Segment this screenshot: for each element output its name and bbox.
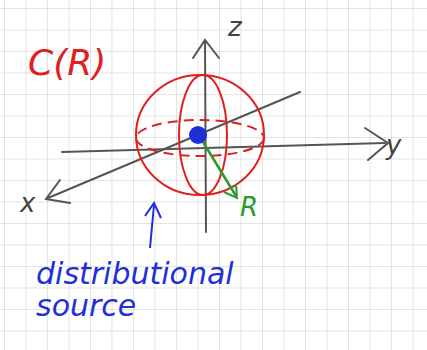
meridian	[179, 75, 227, 195]
y-arrowhead	[365, 128, 388, 160]
radius-arrowhead	[224, 184, 237, 198]
pointer-arrow	[150, 205, 154, 248]
pointer-arrowhead	[145, 203, 161, 218]
axis-name: z	[228, 14, 242, 41]
sphere-name: C(R)	[28, 44, 106, 82]
sphere	[136, 75, 264, 195]
axis-name: x	[20, 190, 35, 217]
axis-name: y	[386, 132, 401, 159]
radius-name: R	[240, 194, 258, 221]
radius-line	[200, 137, 236, 196]
x-arrowhead	[46, 180, 70, 203]
source-note: distributional source	[36, 258, 326, 321]
z-arrowhead	[193, 40, 219, 58]
equator	[136, 120, 264, 156]
source-point	[189, 126, 207, 144]
y-axis	[62, 143, 385, 152]
sphere-outline	[136, 75, 264, 195]
